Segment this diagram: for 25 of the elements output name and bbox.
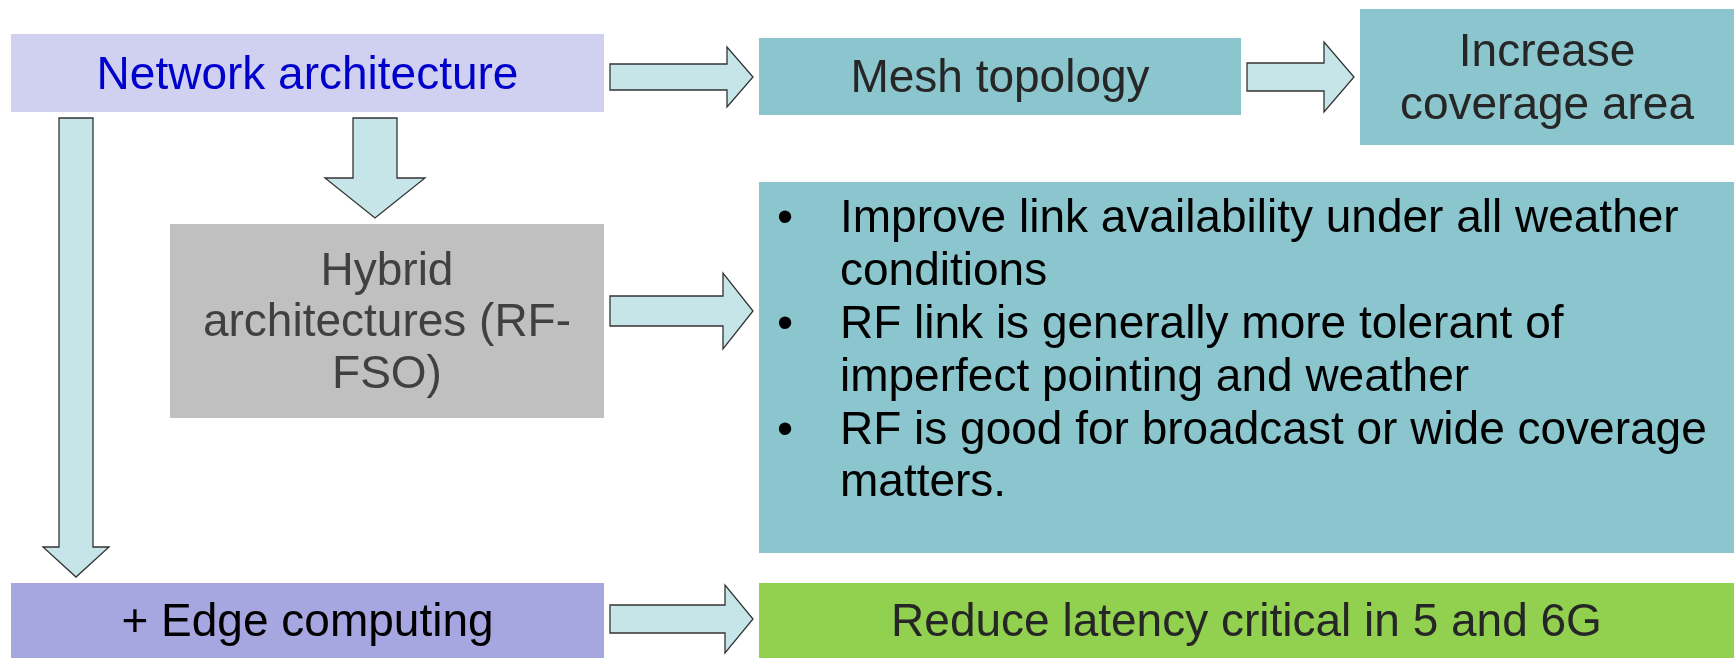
node-label: Hybrid architectures (RF-FSO) — [202, 243, 572, 399]
process-box — [759, 38, 1241, 115]
bullet-item: RF link is generally more tolerant of imperfect pointing and weather — [840, 295, 1565, 402]
block-arrow — [609, 583, 754, 655]
bullet-item: RF is good for broadcast or wide coverage matters. — [840, 401, 1708, 508]
process-box — [11, 583, 604, 658]
node-label: + Edge computing — [121, 593, 494, 648]
block-arrow — [609, 271, 754, 351]
result-box — [1360, 9, 1734, 145]
bullet-list-box — [759, 182, 1734, 553]
process-box — [11, 34, 604, 112]
result-box — [759, 583, 1734, 658]
bullet-marker: • — [777, 401, 795, 456]
node-label: Network architecture — [96, 45, 519, 101]
process-box — [170, 224, 604, 418]
bullet-marker: • — [777, 295, 795, 350]
node-label: Reduce latency critical in 5 and 6G — [891, 593, 1602, 648]
block-arrow — [609, 45, 754, 109]
node-label: Mesh topology — [850, 49, 1150, 104]
block-arrow — [1246, 40, 1355, 114]
node-label: Increase coverage area — [1398, 24, 1696, 130]
bullet-item: Improve link availability under all weather conditions — [840, 190, 1680, 296]
bullet-marker: • — [777, 190, 795, 244]
block-arrow — [323, 117, 427, 219]
block-arrow — [41, 117, 111, 578]
